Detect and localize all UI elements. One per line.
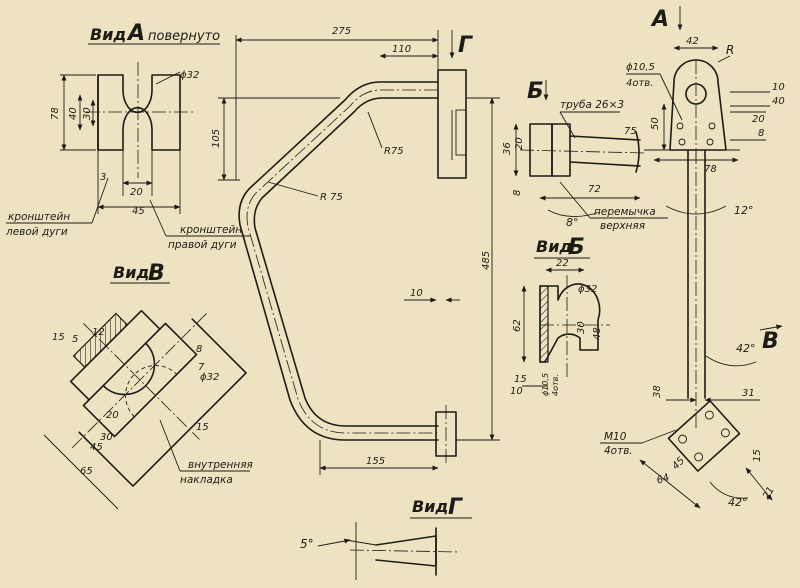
view-v-title-letter: В: [148, 261, 165, 286]
view-g-title-prefix: Вид: [412, 497, 448, 516]
bolt-size: M10: [604, 431, 627, 443]
view-b-d10: 10: [510, 386, 523, 397]
right-h40: 40: [772, 96, 785, 107]
tube-inner: [253, 97, 439, 427]
right-ang42a: 42°: [736, 342, 756, 355]
view-v-d45: 45: [90, 442, 103, 453]
tube-outer: [238, 81, 439, 441]
inner-plate-label-1: внутренняя: [188, 459, 253, 471]
view-b-title-letter: Б: [568, 235, 585, 260]
right-d21: 21: [761, 485, 777, 502]
bracket-right-label-1: кронштейн: [180, 224, 242, 236]
view-b-d32: ϕ32: [578, 284, 597, 295]
bracket-a-profile: [86, 62, 194, 196]
right-w38: 38: [652, 385, 663, 398]
view-a-rotated: Вид А повернуто ϕ32 78 40 30 3 20 45: [50, 21, 220, 217]
view-b-side-h8: 8: [512, 190, 523, 196]
view-b-w22: 22: [556, 258, 569, 269]
view-b-title-prefix: Вид: [536, 237, 572, 256]
right-w42: 42: [686, 36, 699, 47]
holes-vid-b-label: ϕ10,5: [541, 373, 550, 396]
bracket-right-label-2: правой дуги: [168, 239, 237, 251]
view-v-d32: ϕ32: [200, 372, 219, 383]
section-g-marker: Г: [458, 33, 473, 58]
inner-plate-label-2: накладка: [180, 474, 233, 486]
right-w31: 31: [742, 388, 755, 399]
tube-label: труба 26×3: [560, 99, 624, 111]
view-v-d5: 5: [72, 334, 78, 345]
right-w78: 78: [704, 164, 717, 175]
main-h105: 105: [211, 129, 222, 148]
holes-top-count: 4отв.: [626, 78, 653, 89]
section-a-marker: А: [650, 7, 669, 32]
view-g-ang5: 5°: [300, 537, 314, 551]
bracket-labels: кронштейн левой дуги кронштейн правой ду…: [5, 177, 250, 251]
view-b-side-ang8: 8°: [566, 216, 579, 229]
view-b-side: Б труба 26×3 36 20 8 72 8° перемычка вер…: [502, 79, 668, 232]
main-w155: 155: [366, 456, 385, 467]
view-v-d20: 20: [106, 410, 119, 421]
view-v: Вид В 15 5 12 8 7 ϕ32 15 20 30 45 65 вну…: [43, 261, 253, 510]
arrow-v-marker: В: [762, 329, 779, 354]
right-d15: 15: [752, 449, 763, 462]
view-v-d15b: 15: [196, 422, 209, 433]
view-v-d8: 8: [196, 344, 202, 355]
view-a-h78: 78: [50, 107, 61, 120]
view-a-title-prefix: Вид: [90, 25, 126, 44]
bracket-left-label-1: кронштейн: [8, 211, 70, 223]
right-h10: 10: [772, 82, 785, 93]
view-b-h30: 30: [576, 321, 587, 334]
view-b-h48: 48: [592, 327, 603, 340]
main-h485: 485: [481, 251, 492, 270]
main-w275: 275: [332, 26, 351, 37]
right-h50: 50: [650, 117, 661, 130]
view-a-d32: ϕ32: [180, 70, 199, 81]
view-b-side-h20: 20: [514, 137, 525, 150]
jumper-label-2: верхняя: [600, 220, 645, 232]
bracket-v-profile: [69, 309, 247, 487]
holes-top-label: ϕ10,5: [626, 62, 655, 73]
view-b-side-h36: 36: [502, 142, 513, 155]
main-w110: 110: [392, 44, 411, 55]
view-b-side-d72: 72: [588, 184, 601, 195]
right-ang42b: 42°: [728, 496, 748, 509]
right-h20: 20: [752, 114, 765, 125]
view-v-d7: 7: [198, 362, 205, 373]
view-v-d15: 15: [52, 332, 65, 343]
right-d45: 45: [670, 455, 687, 472]
view-v-d65: 65: [80, 466, 93, 477]
right-w75: 75: [624, 126, 637, 137]
bolt-count: 4отв.: [604, 445, 633, 457]
view-g-title-letter: Г: [448, 495, 463, 520]
view-v-d30: 30: [100, 432, 113, 443]
right-r: R: [726, 43, 734, 57]
bracket-left-label-2: левой дуги: [5, 226, 68, 238]
view-v-d12: 12: [92, 327, 105, 338]
view-g: Вид Г 5°: [300, 495, 472, 580]
jumper-label-1: перемычка: [594, 206, 656, 218]
holes-vid-b-count: 4отв.: [551, 374, 560, 396]
view-a-d3: 3: [100, 172, 106, 183]
view-b-h62: 62: [512, 319, 523, 332]
view-a-h40: 40: [68, 107, 79, 120]
view-v-title-prefix: Вид: [113, 263, 149, 282]
view-b: Вид Б 22 ϕ32 62 30 48 ϕ10,5 4отв. 15 10: [510, 235, 610, 397]
right-member: А 42 R ϕ10,5 4отв. 10 40: [600, 6, 785, 509]
main-r75b: R 75: [320, 192, 343, 203]
view-a-title-suffix: повернуто: [148, 29, 220, 44]
right-h8: 8: [758, 128, 764, 139]
main-w10: 10: [410, 288, 423, 299]
main-tube-assembly: 275 110 105 R75 R 75 485 10 155 Г: [211, 26, 500, 475]
section-b-marker: Б: [527, 79, 544, 104]
view-a-h30: 30: [82, 107, 93, 120]
view-a-w20: 20: [130, 187, 143, 198]
main-r75a: R75: [384, 146, 404, 157]
view-b-d15: 15: [514, 374, 527, 385]
view-a-title-letter: А: [126, 21, 145, 46]
right-ang12: 12°: [734, 204, 754, 217]
view-a-w45: 45: [132, 206, 145, 217]
